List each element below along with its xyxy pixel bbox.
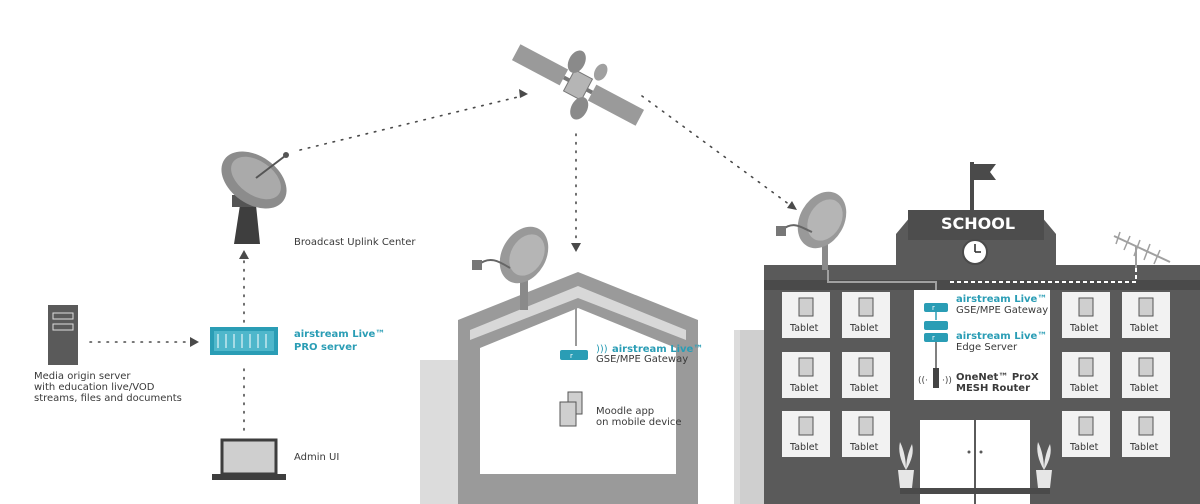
arrow-head-satellite bbox=[519, 89, 528, 98]
tablet-window: Tablet bbox=[782, 352, 830, 398]
tablet-windows: Tablet Tablet Tablet Tablet Tablet Table… bbox=[782, 292, 1170, 457]
edge-server-brand: airstream Live™ bbox=[956, 331, 1047, 342]
home-gateway-icon: r bbox=[560, 350, 588, 360]
svg-text:Tablet: Tablet bbox=[849, 383, 879, 394]
edge-server-icon: r bbox=[924, 321, 948, 342]
home-gateway-brand: airstream Live™ bbox=[612, 344, 703, 355]
home-building bbox=[420, 272, 698, 504]
mesh-router-icon: ((· ·)) bbox=[918, 368, 952, 388]
signal-paths bbox=[89, 89, 797, 431]
svg-text:Tablet: Tablet bbox=[1129, 323, 1159, 334]
rack-server-icon bbox=[210, 327, 278, 355]
school-cable bbox=[827, 270, 937, 290]
svg-text:Tablet: Tablet bbox=[1069, 383, 1099, 394]
path-uplink-to-satellite bbox=[299, 95, 523, 151]
svg-text:((·: ((· bbox=[918, 376, 928, 386]
mobile-device-icon bbox=[559, 391, 583, 427]
school-dish-icon bbox=[776, 191, 847, 270]
svg-text:Tablet: Tablet bbox=[1069, 442, 1099, 453]
tablet-window: Tablet bbox=[842, 352, 890, 398]
pro-server-name: PRO server bbox=[294, 342, 357, 353]
router-label-1: OneNet™ ProX bbox=[956, 372, 1039, 383]
tablet-window: Tablet bbox=[1062, 411, 1110, 457]
tablet-window: Tablet bbox=[1122, 292, 1170, 338]
tablet-window: Tablet bbox=[782, 411, 830, 457]
admin-ui-label: Admin UI bbox=[294, 452, 339, 463]
home-gateway-wifi-icon: ))) bbox=[596, 344, 608, 355]
svg-text:Tablet: Tablet bbox=[789, 383, 819, 394]
flag-icon bbox=[974, 164, 996, 180]
svg-text:Tablet: Tablet bbox=[789, 323, 819, 334]
tablet-window: Tablet bbox=[782, 292, 830, 338]
router-label-2: MESH Router bbox=[956, 383, 1030, 394]
tablet-window: Tablet bbox=[842, 411, 890, 457]
arrow-head-home bbox=[571, 243, 581, 252]
plant-icon-right bbox=[1036, 442, 1052, 488]
plant-icon-left bbox=[898, 442, 914, 488]
uplink-dish-icon bbox=[221, 151, 289, 244]
media-origin-label-2: with education live/VOD bbox=[34, 382, 155, 393]
antenna-icon bbox=[1113, 231, 1171, 268]
svg-text:Tablet: Tablet bbox=[1069, 323, 1099, 334]
tablet-window: Tablet bbox=[1062, 352, 1110, 398]
svg-text:r: r bbox=[570, 352, 573, 360]
laptop-icon bbox=[212, 438, 286, 480]
tablet-window: Tablet bbox=[842, 292, 890, 338]
tablet-window: Tablet bbox=[1122, 411, 1170, 457]
tablet-window: Tablet bbox=[1062, 292, 1110, 338]
svg-text:Tablet: Tablet bbox=[1129, 383, 1159, 394]
edge-server-name: Edge Server bbox=[956, 342, 1018, 353]
home-dish-icon bbox=[472, 226, 549, 310]
moodle-label-2: on mobile device bbox=[596, 417, 682, 428]
school-title: SCHOOL bbox=[941, 214, 1015, 233]
moodle-label-1: Moodle app bbox=[596, 406, 654, 417]
media-origin-label-1: Media origin server bbox=[34, 371, 131, 382]
broadcast-uplink-label: Broadcast Uplink Center bbox=[294, 237, 416, 248]
arrow-head-dish bbox=[239, 250, 249, 259]
svg-text:r: r bbox=[932, 304, 935, 312]
svg-text:Tablet: Tablet bbox=[1129, 442, 1159, 453]
satellite-icon bbox=[511, 44, 645, 126]
home-gateway-name: GSE/MPE Gateway bbox=[596, 354, 688, 365]
school-gateway-name: GSE/MPE Gateway bbox=[956, 305, 1048, 316]
school-gateway-icon: r bbox=[924, 303, 948, 312]
clock-icon bbox=[962, 239, 988, 265]
tablet-window: Tablet bbox=[1122, 352, 1170, 398]
media-origin-label-3: streams, files and documents bbox=[34, 393, 182, 404]
svg-text:Tablet: Tablet bbox=[849, 323, 879, 334]
school-gateway-brand: airstream Live™ bbox=[956, 294, 1047, 305]
server-tower-icon bbox=[48, 305, 78, 365]
school-antenna-cable bbox=[950, 268, 1137, 283]
pro-server-brand: airstream Live™ bbox=[294, 329, 385, 340]
svg-text:r: r bbox=[932, 334, 935, 342]
path-satellite-to-school bbox=[641, 95, 791, 206]
svg-text:·)): ·)) bbox=[942, 376, 952, 386]
svg-text:Tablet: Tablet bbox=[849, 442, 879, 453]
arrow-head-pro bbox=[190, 337, 199, 347]
arrow-head-school bbox=[787, 201, 797, 210]
svg-text:Tablet: Tablet bbox=[789, 442, 819, 453]
